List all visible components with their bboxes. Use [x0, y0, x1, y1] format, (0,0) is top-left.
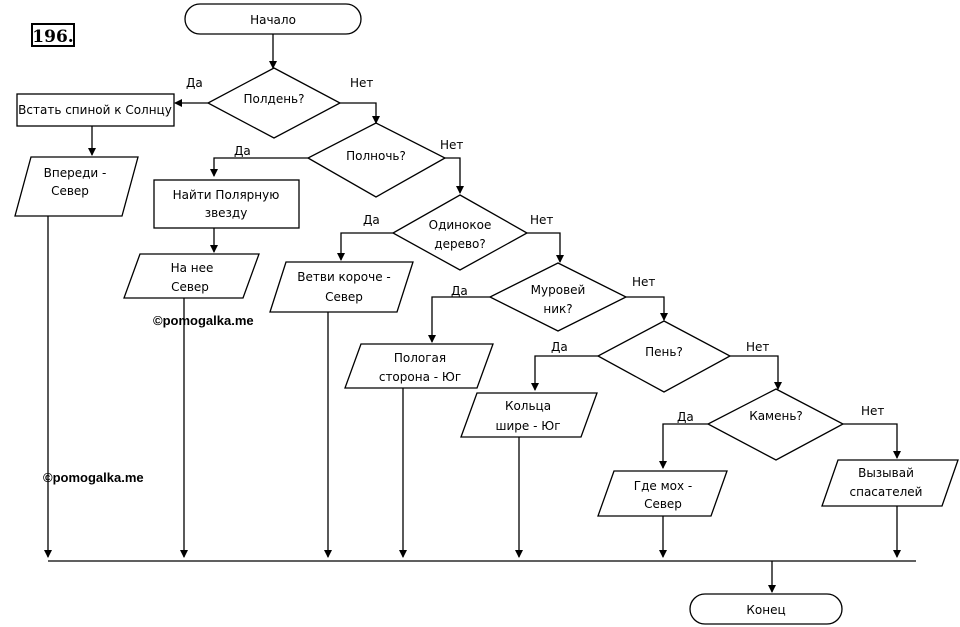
- yes-label-stone: Да: [677, 410, 694, 424]
- process-find-polaris-line1: Найти Полярную: [173, 188, 280, 202]
- output-moss-north-line2: Север: [644, 497, 682, 511]
- output-ahead-north-line2: Север: [51, 184, 89, 198]
- no-label-stump: Нет: [746, 340, 769, 354]
- no-label-lonely-tree: Нет: [530, 213, 553, 227]
- output-rings-south: Кольца шире - Юг: [460, 392, 598, 438]
- no-label-midnight: Нет: [440, 138, 463, 152]
- no-label-stone: Нет: [861, 404, 884, 418]
- output-moss-north: Где мох - Север: [597, 470, 728, 517]
- output-polaris-north-line1: На нее: [171, 261, 214, 275]
- yes-label-anthill: Да: [451, 284, 468, 298]
- decision-noon: Полдень?: [206, 67, 342, 139]
- output-ahead-north-line1: Впереди -: [44, 166, 107, 180]
- output-moss-north-line1: Где мох -: [634, 479, 692, 493]
- no-label-anthill: Нет: [632, 275, 655, 289]
- output-rings-south-line2: шире - Юг: [496, 419, 561, 433]
- problem-number: 196.: [31, 23, 75, 47]
- output-gentle-south-line1: Пологая: [394, 351, 446, 365]
- output-branches-north-line2: Север: [325, 290, 363, 304]
- decision-lonely-tree-line2: дерево?: [434, 237, 485, 251]
- connectors: [44, 34, 916, 593]
- decision-stump-text: Пень?: [645, 345, 683, 359]
- yes-label-midnight: Да: [234, 144, 251, 158]
- process-stand-back-sun-text: Встать спиной к Солнцу: [18, 103, 172, 117]
- output-branches-north: Ветви короче - Север: [269, 261, 414, 313]
- output-gentle-south-line2: сторона - Юг: [379, 370, 461, 384]
- branch-labels: Да Нет Да Нет Да Нет Да Нет Да Нет Да Не…: [186, 76, 884, 424]
- problem-number-text: 196.: [32, 27, 73, 47]
- output-branches-north-line1: Ветви короче -: [297, 270, 390, 284]
- output-polaris-north: На нее Север: [123, 253, 260, 299]
- output-polaris-north-line2: Север: [171, 280, 209, 294]
- decision-lonely-tree-line1: Одинокое: [429, 218, 492, 232]
- no-label-noon: Нет: [350, 76, 373, 90]
- output-rings-south-line1: Кольца: [505, 399, 551, 413]
- end-terminal: Конец: [689, 593, 843, 625]
- decision-noon-text: Полдень?: [243, 92, 304, 106]
- yes-label-lonely-tree: Да: [363, 213, 380, 227]
- end-label: Конец: [746, 603, 785, 617]
- process-find-polaris-line2: звезду: [205, 206, 248, 220]
- yes-label-noon: Да: [186, 76, 203, 90]
- watermark: ©pomogalka.me: [153, 313, 254, 328]
- decision-anthill-line1: Муровей: [531, 283, 586, 297]
- decision-anthill-line2: ник?: [543, 302, 572, 316]
- output-ahead-north: Впереди - Север: [14, 156, 139, 217]
- process-find-polaris: Найти Полярную звезду: [153, 179, 300, 229]
- output-gentle-south: Пологая сторона - Юг: [344, 343, 494, 389]
- start-label: Начало: [250, 13, 296, 27]
- output-call-rescuers-line2: спасателей: [850, 485, 923, 499]
- decision-stone: Камень?: [706, 388, 845, 461]
- decision-anthill: Муровей ник?: [488, 262, 628, 332]
- decision-midnight-text: Полночь?: [346, 149, 406, 163]
- decision-stone-text: Камень?: [749, 409, 803, 423]
- decision-lonely-tree: Одинокое дерево?: [391, 194, 529, 271]
- start-terminal: Начало: [184, 3, 362, 35]
- output-call-rescuers-line1: Вызывай: [858, 466, 914, 480]
- process-stand-back-sun: Встать спиной к Солнцу: [16, 93, 175, 127]
- decision-stump: Пень?: [596, 320, 732, 393]
- watermark: ©pomogalka.me: [43, 470, 144, 485]
- yes-label-stump: Да: [551, 340, 568, 354]
- decision-midnight: Полночь?: [306, 122, 447, 198]
- output-call-rescuers: Вызывай спасателей: [821, 459, 959, 507]
